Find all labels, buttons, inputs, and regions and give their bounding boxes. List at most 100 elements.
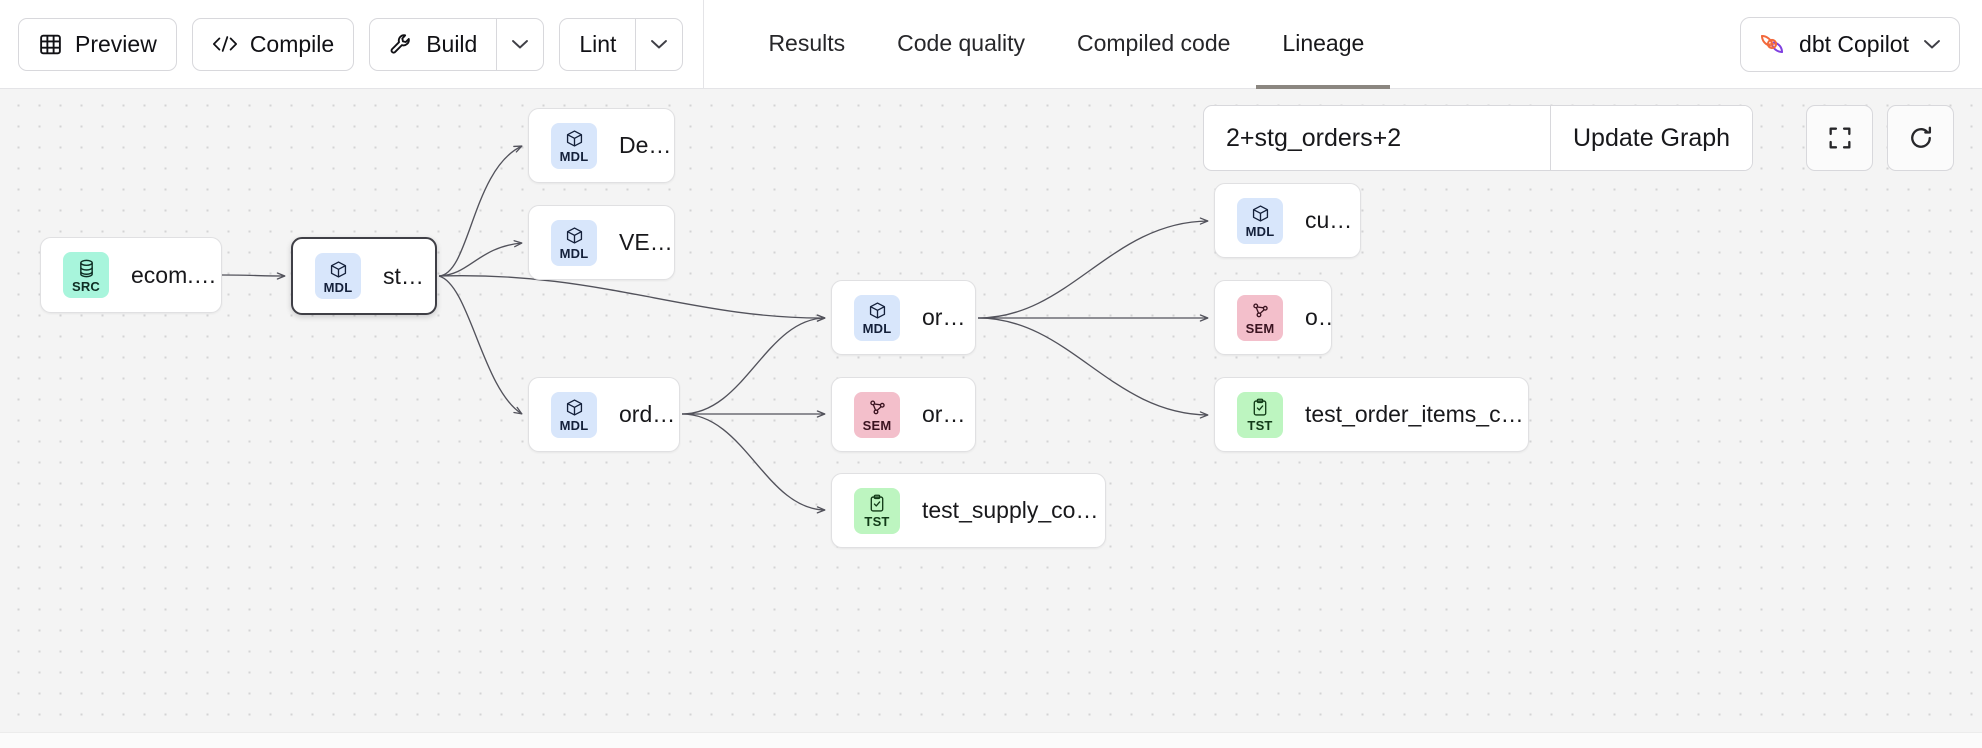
database-icon [78,258,95,279]
table-icon [38,32,63,57]
toolbar-divider [703,0,705,89]
mdl-badge: MDL [315,253,361,299]
fit-view-button[interactable] [1806,105,1874,171]
tab-lineage-label: Lineage [1282,30,1365,56]
cube-icon [868,300,887,321]
lineage-node-label: customers [1305,207,1360,233]
toolbar-button-group: Preview Compile [0,0,703,88]
lineage-node-label: test_order_items_compute_to_bools_c… [1305,401,1528,427]
tab-code-quality-label: Code quality [897,30,1025,56]
update-graph-button[interactable]: Update Graph [1550,106,1753,170]
sem-badge-label: SEM [862,418,892,433]
lineage-node-label: VE_Demo [619,229,674,255]
lint-button-label: Lint [579,30,617,57]
tab-compiled-code[interactable]: Compiled code [1051,3,1256,89]
mdl-badge-label: MDL [862,321,892,336]
selector-input-group: Update Graph [1203,105,1754,171]
mdl-badge-label: MDL [559,246,589,261]
refresh-icon [1910,126,1931,148]
sem-badge-label: SEM [1245,321,1275,336]
mdl-badge: MDL [551,391,597,438]
dbt-copilot-label: dbt Copilot [1799,30,1909,57]
edge-stg-to-vedemo [438,240,523,277]
tab-results-label: Results [768,30,846,56]
dbt-copilot-icon [1758,30,1786,58]
canvas-footer [0,732,1982,748]
lint-button[interactable]: Lint [560,18,637,70]
lineage-node-test-supply-costs[interactable]: TST test_supply_costs_sum_correctly [831,473,1106,548]
lineage-node-stg-orders[interactable]: MDL stg_orders [291,237,437,315]
update-graph-label: Update Graph [1573,123,1731,152]
chevron-down-icon [651,40,668,49]
dbt-copilot-button[interactable]: dbt Copilot [1740,16,1960,72]
toolbar-right: dbt Copilot [1740,16,1982,72]
lineage-node-ecom-raw-orders[interactable]: SRC ecom.raw_orders [40,237,222,313]
lineage-node-label: order_items [619,401,679,427]
tst-badge: TST [1237,391,1283,438]
mdl-badge: MDL [1237,197,1283,244]
build-button-group: Build [369,17,545,71]
lineage-node-order-items[interactable]: MDL order_items [528,377,680,452]
cube-icon [565,128,584,149]
wrench-icon [389,32,414,57]
tab-lineage[interactable]: Lineage [1256,3,1391,89]
lineage-node-label: ecom.raw_orders [131,261,221,288]
mdl-badge: MDL [551,122,597,169]
build-button[interactable]: Build [370,18,498,70]
results-tabs: Results Code quality Compiled code Linea… [742,0,1391,89]
tab-compiled-code-label: Compiled code [1077,30,1231,56]
lineage-node-customers[interactable]: MDL customers [1214,183,1361,258]
dbt-selector-input[interactable] [1204,106,1550,170]
top-toolbar: Preview Compile [0,0,1982,89]
edge-orders-to-testorderitems [977,317,1209,419]
lineage-node-ve-demo[interactable]: MDL VE_Demo [528,205,675,280]
tab-results[interactable]: Results [742,3,871,89]
tab-code-quality[interactable]: Code quality [871,3,1051,89]
build-dropdown-toggle[interactable] [497,19,543,70]
lineage-node-orders-model[interactable]: MDL orders [831,280,976,355]
graph-controls: Update Graph [1203,105,1955,171]
lineage-node-test-order-items[interactable]: TST test_order_items_compute_to_bools_c… [1214,377,1529,452]
src-badge-label: SRC [71,278,101,294]
edge-orderitems-to-testsupply [681,413,826,514]
semantic-graph-icon [1251,300,1270,321]
lineage-node-label: stg_orders [383,262,435,289]
lineage-node-label: orders [922,304,975,330]
clipboard-check-icon [868,493,886,514]
mdl-badge-label: MDL [1245,224,1275,239]
edge-orderitems-to-orders [681,314,826,415]
cube-icon [329,259,348,280]
tst-badge: TST [854,487,900,534]
tst-badge-label: TST [1247,418,1273,433]
mdl-badge: MDL [854,294,900,341]
lineage-canvas[interactable]: Update Graph [0,89,1982,748]
cube-icon [565,225,584,246]
cube-icon [565,397,584,418]
fit-view-icon [1829,127,1851,149]
semantic-graph-icon [868,397,887,418]
src-badge: SRC [63,252,109,298]
preview-button[interactable]: Preview [18,17,177,71]
lineage-node-label: orders [1305,304,1331,330]
lineage-node-orders-semantic[interactable]: SEM orders [1214,280,1332,355]
lineage-node-label: order_item [922,401,975,427]
compile-button-label: Compile [249,30,335,57]
build-button-label: Build [426,30,478,57]
lineage-node-order-item-semantic[interactable]: SEM order_item [831,377,976,452]
edge-stg-to-demo [438,145,523,277]
compile-button[interactable]: Compile [191,17,355,71]
lineage-edges [221,145,1209,514]
refresh-graph-button[interactable] [1887,105,1955,171]
mdl-badge-label: MDL [559,418,589,433]
lineage-node-label: Demo [619,132,674,158]
cube-icon [1251,203,1270,224]
mdl-badge-label: MDL [559,149,589,164]
lineage-node-label: test_supply_costs_sum_correctly [922,497,1105,523]
lineage-node-demo[interactable]: MDL Demo [528,108,675,183]
chevron-down-icon [1922,38,1942,50]
edge-raw-to-stg [221,272,286,280]
edge-orders-to-customers [977,217,1209,319]
lint-dropdown-toggle[interactable] [636,19,682,70]
tst-badge-label: TST [864,514,890,529]
mdl-badge-label: MDL [323,279,353,295]
